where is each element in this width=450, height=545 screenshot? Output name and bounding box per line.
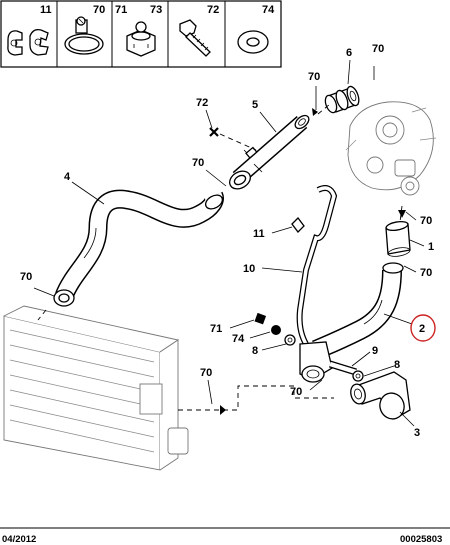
callout-11: 11 — [253, 228, 265, 240]
pipe-9 — [328, 360, 364, 382]
turbocharger — [345, 101, 437, 196]
callout-70-turbo-inlet: 70 — [308, 71, 320, 83]
fastener-72-bolt — [209, 127, 219, 137]
bolt-icon — [179, 19, 211, 57]
route-turbo-to-pipe5 — [317, 103, 331, 115]
legend-header-70: 70 — [93, 4, 105, 16]
pipe-5 — [229, 114, 310, 190]
callout-70-top-right: 70 — [372, 43, 384, 55]
legend-header-11: 11 — [40, 4, 52, 16]
footer-date: 04/2012 — [2, 534, 36, 545]
callout-8-left: 8 — [252, 345, 258, 357]
callout-2: 2 — [419, 323, 425, 335]
hose-3 — [350, 371, 411, 420]
hose-clamp-icon — [64, 16, 104, 55]
footer-ref: 00025803 — [400, 534, 442, 545]
pipe-clip-icon — [7, 28, 49, 56]
callout-74: 74 — [232, 333, 245, 345]
hex-nut-icon — [126, 21, 156, 57]
route-arrowheads — [220, 108, 406, 415]
fastener-71-nut — [254, 312, 267, 325]
highlight-part-2: 2 — [410, 314, 436, 342]
legend-header-72: 72 — [207, 4, 219, 16]
route-72-to-pipe5 — [219, 133, 257, 151]
washer-icon — [237, 30, 269, 54]
route-intercooler-to-hose3 — [178, 385, 334, 411]
callout-1: 1 — [428, 241, 434, 253]
callout-4: 4 — [64, 171, 71, 183]
legend-header-73: 73 — [150, 4, 162, 16]
callout-8-right: 8 — [394, 359, 400, 371]
legend-header-74: 74 — [262, 4, 275, 16]
callout-71: 71 — [210, 323, 222, 335]
callout-70-hose3: 70 — [290, 386, 302, 398]
leader-lines — [33, 59, 425, 427]
parts-legend: 11 70 71 73 72 74 — [0, 0, 282, 68]
callout-70-turbo-outlet: 70 — [420, 215, 432, 227]
pipe-10 — [296, 185, 338, 346]
fastener-74-washer — [271, 325, 281, 335]
hose-2 — [312, 262, 404, 360]
intercooler — [3, 305, 189, 471]
clip-11 — [291, 217, 305, 233]
callout-70-bottom: 70 — [200, 367, 212, 379]
legend-header-71: 71 — [115, 4, 127, 16]
hose-connector — [284, 334, 333, 383]
callout-3: 3 — [414, 427, 420, 439]
callout-70-left: 70 — [20, 271, 32, 283]
callout-5: 5 — [252, 99, 258, 111]
callout-70-hose5: 70 — [192, 157, 204, 169]
callout-6: 6 — [346, 47, 352, 59]
callout-9: 9 — [372, 345, 378, 357]
callout-10: 10 — [243, 263, 255, 275]
callout-72: 72 — [196, 97, 208, 109]
hose-4 — [53, 189, 224, 307]
route-turbo-to-sleeve1 — [399, 205, 403, 223]
sleeve-6 — [324, 85, 360, 114]
sleeve-1 — [385, 220, 411, 257]
callout-70-hose2-top: 70 — [420, 267, 432, 279]
route-intercooler-to-hose4 — [37, 309, 47, 321]
